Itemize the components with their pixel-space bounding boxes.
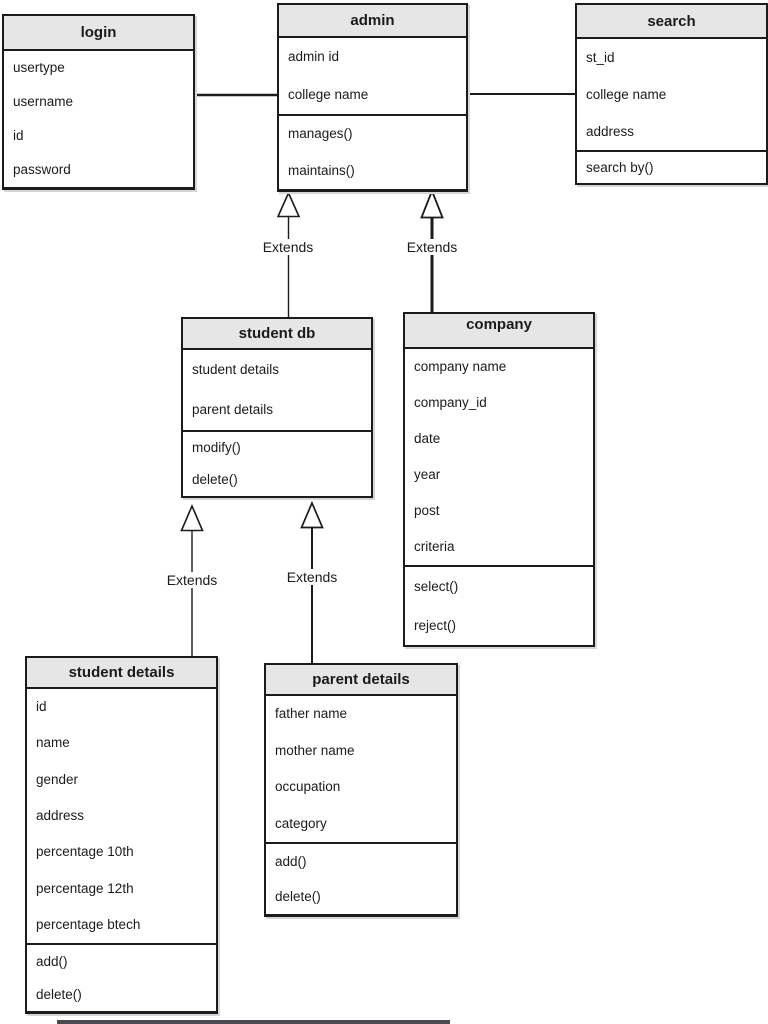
operation: add() [36,953,68,969]
class-title: login [4,16,193,51]
class-parent_details[interactable]: parent details father name mother name occu… [264,663,458,917]
class-title: student details [27,658,216,689]
operations-compartment: add() delete() [27,943,216,1011]
attribute: post [414,503,440,518]
operation: modify() [192,440,241,455]
hollow-triangle-icon [300,500,324,529]
generalization-arrow-parentdetails-studentdb [300,500,324,665]
attribute: year [414,467,441,482]
attribute: admin id [288,49,340,64]
attribute: percentage btech [36,916,141,932]
attribute: percentage 12th [36,880,134,896]
class-title: admin [279,5,466,38]
operation: delete() [36,986,82,1002]
class-title: company [405,314,593,349]
attributes-compartment: id name gender address percentage 10th percen… [27,689,216,943]
class-title: parent details [266,665,456,696]
attribute: password [13,162,71,177]
class-student_details[interactable]: student details id name gender address percen… [25,656,218,1014]
attribute: category [275,815,327,831]
generalization-arrow-studentdb-admin [276,191,301,318]
attributes-compartment: student details parent details [183,350,371,430]
attribute: company_id [414,395,487,410]
attributes-compartment: admin id college name [279,38,466,114]
attribute: username [13,94,74,109]
generalization-arrow-studentdetails-studentdb [180,503,204,658]
attribute: address [36,807,85,823]
extends-label: Extends [283,569,341,585]
attribute: parent details [192,402,274,417]
operation: delete() [192,472,238,487]
operation: maintains() [288,162,355,178]
attribute: name [36,735,70,751]
attribute: id [36,699,47,715]
attributes-compartment: father name mother name occupation category [266,696,456,842]
attribute: address [586,123,635,139]
attribute: usertype [13,60,65,75]
operations-compartment: manages() maintains() [279,114,466,189]
operations-compartment: add() delete() [266,842,456,914]
attribute: college name [586,86,667,102]
operations-compartment: select() reject() [405,565,593,645]
extends-label: Extends [403,239,461,255]
operations-compartment: search by() [577,150,766,183]
attribute: percentage 10th [36,844,134,860]
attribute: mother name [275,742,355,758]
operations-compartment: modify() delete() [183,430,371,496]
attributes-compartment: usertype username id password [4,51,193,187]
class-title: student db [183,319,371,350]
attribute: occupation [275,779,341,795]
attribute: college name [288,87,369,102]
class-student_db[interactable]: student db student details parent details m… [181,317,373,498]
attribute: father name [275,706,348,722]
operation: manages() [288,126,353,142]
class-admin[interactable]: admin admin id college name manages() mainta… [277,3,468,192]
attribute: gender [36,771,79,787]
operation: search by() [586,159,654,175]
attribute: student details [192,362,280,377]
attribute: st_id [586,49,615,65]
attribute: date [414,431,441,446]
hollow-triangle-icon [180,503,204,532]
operation: reject() [414,617,457,633]
extends-label: Extends [259,239,317,255]
hollow-triangle-icon [276,191,301,218]
operation: delete() [275,888,321,904]
cutoff-bottom-bar [57,1020,450,1024]
class-title: search [577,5,766,39]
attribute: id [13,128,24,143]
operation: select() [414,578,459,594]
generalization-arrow-company-admin [420,188,444,314]
attribute: criteria [414,539,455,554]
hollow-triangle-icon [420,188,444,219]
extends-label: Extends [163,572,221,588]
attribute: company name [414,359,507,374]
operation: add() [275,853,307,869]
class-login[interactable]: login usertype username id password [2,14,195,190]
